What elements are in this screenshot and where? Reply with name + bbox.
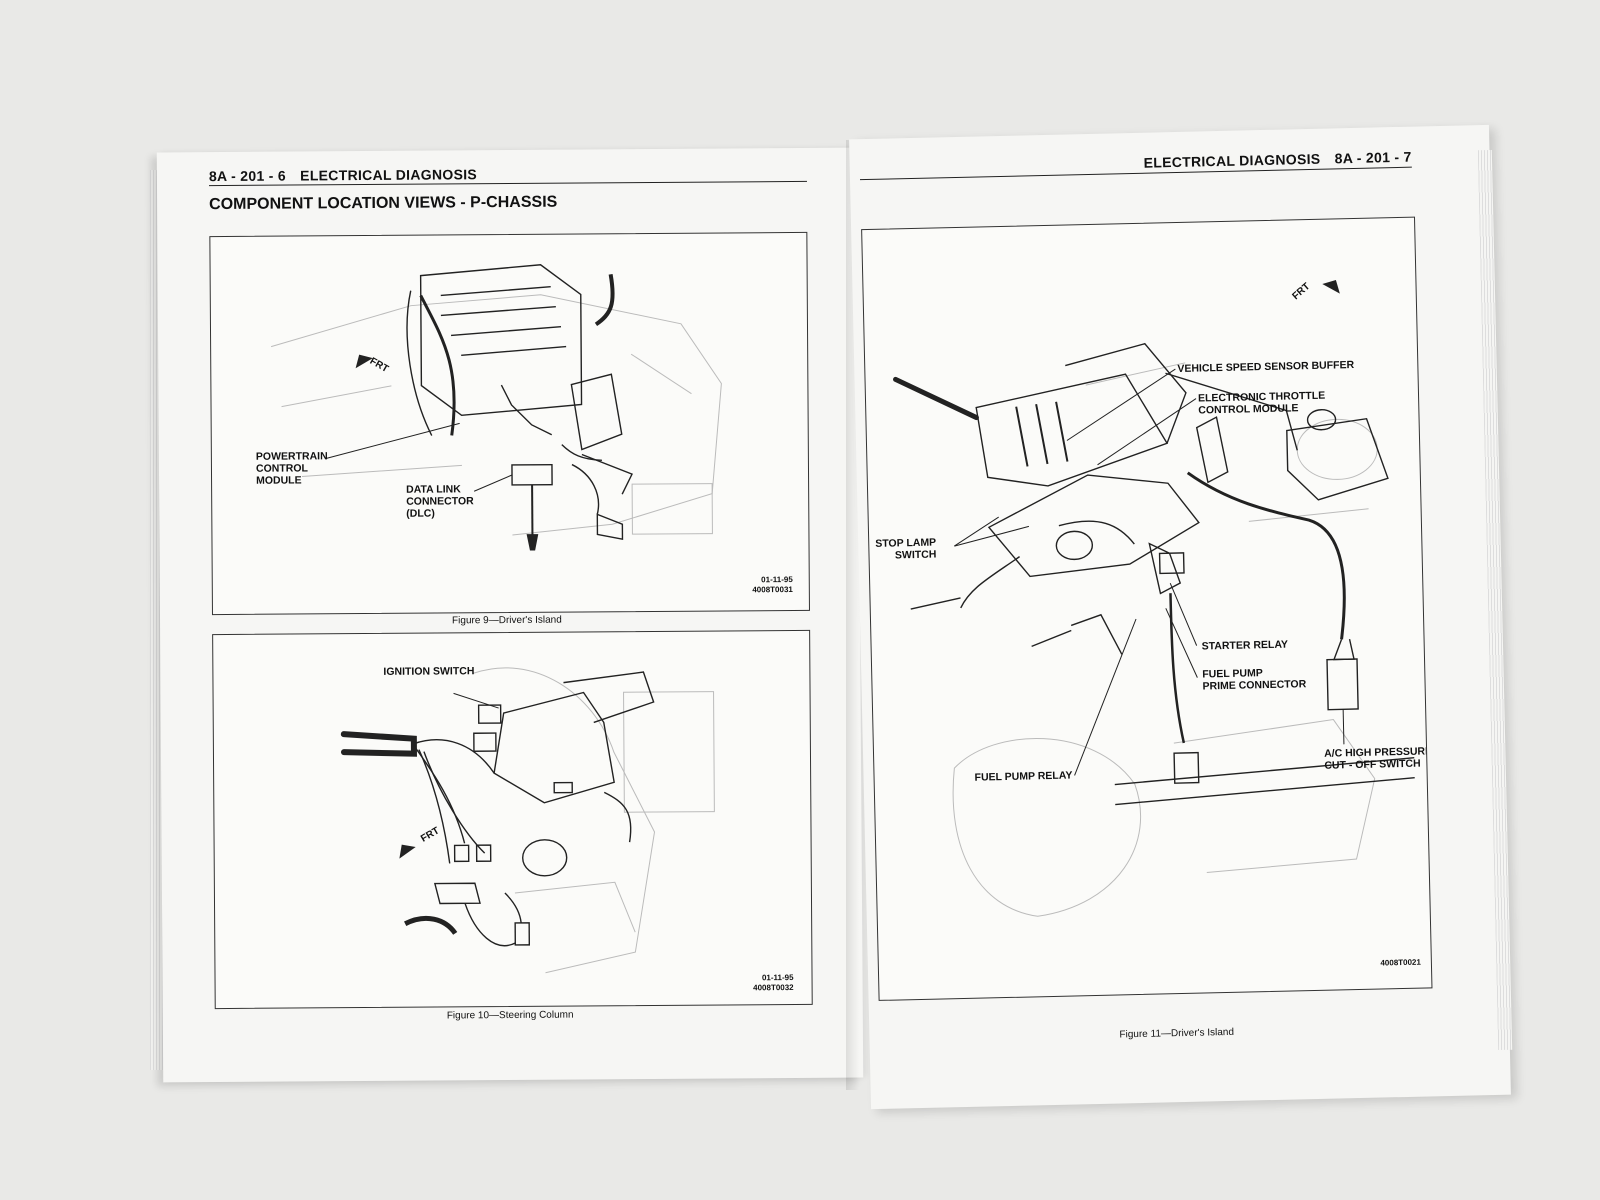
figure-9-caption: Figure 9—Driver's Island [452, 614, 562, 627]
figure-10-code: 01-11-95 4008T0032 [753, 973, 794, 993]
dlc-label: DATA LINK CONNECTOR (DLC) [406, 483, 474, 520]
figure-9-illustration [270, 264, 722, 551]
figure-9-code: 01-11-95 4008T0031 [752, 575, 793, 595]
left-header-code: 8A - 201 - 6 [208, 167, 286, 185]
starter-relay-label: STARTER RELAY [1201, 638, 1289, 653]
stop-lamp-switch-label: STOP LAMP SWITCH [875, 536, 937, 562]
figure-9-frame: FRT POWERTRAIN CONTROL MODULE DATA LINK … [209, 231, 810, 616]
left-page: 8A - 201 - 6 ELECTRICAL DIAGNOSIS COMPON… [156, 147, 864, 1083]
pcm-label: POWERTRAIN CONTROL MODULE [255, 450, 328, 487]
right-header-code: 8A - 201 - 7 [1334, 148, 1412, 167]
right-header-rule [859, 166, 1412, 181]
left-header-title: ELECTRICAL DIAGNOSIS [300, 166, 478, 184]
right-header-title: ELECTRICAL DIAGNOSIS [1143, 150, 1321, 171]
figure-10-illustration [340, 667, 715, 974]
ignition-switch-label: IGNITION SWITCH [383, 665, 475, 678]
figure-11-illustration [893, 280, 1415, 917]
figure-10-caption: Figure 10—Steering Column [446, 1009, 574, 1022]
fuel-pump-prime-connector-label: FUEL PUMP PRIME CONNECTOR [1202, 667, 1307, 693]
fuel-pump-relay-label: FUEL PUMP RELAY [974, 769, 1073, 784]
electronic-throttle-control-module-label: ELECTRONIC THROTTLE CONTROL MODULE [1197, 389, 1326, 417]
left-header: 8A - 201 - 6 ELECTRICAL DIAGNOSIS [209, 166, 477, 184]
section-title: COMPONENT LOCATION VIEWS - P-CHASSIS [209, 193, 558, 214]
figure-11-code: 4008T0021 [1380, 957, 1421, 968]
figure-11-frame: FRT VEHICLE SPEED SENSOR BUFFER ELECTRON… [861, 216, 1433, 1001]
ac-high-pressure-cutoff-switch-label: A/C HIGH PRESSURE CUT - OFF SWITCH [1324, 745, 1433, 772]
figure-10-frame: IGNITION SWITCH FRT 01-11-95 4008T0032 [212, 629, 813, 1010]
right-page: ELECTRICAL DIAGNOSIS 8A - 201 - 7 [849, 124, 1511, 1110]
figure-11-caption: Figure 11—Driver's Island [1119, 1026, 1235, 1041]
